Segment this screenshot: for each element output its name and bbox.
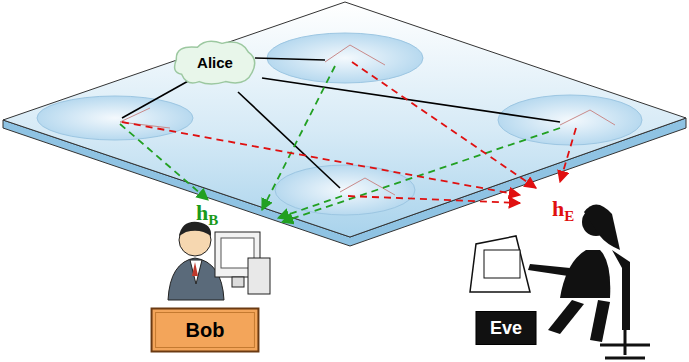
disks <box>37 33 642 215</box>
channel-label: hE <box>552 196 574 222</box>
channel-subscript: E <box>564 208 574 224</box>
desk-box: Bob <box>152 309 259 352</box>
channel-symbol: h <box>552 196 564 221</box>
plane <box>3 2 686 246</box>
bob-figure <box>168 222 270 300</box>
node-label: Bob <box>186 319 225 342</box>
node-label: Alice <box>197 54 233 71</box>
cloud-node: Alice <box>171 38 259 87</box>
channel-symbol: h <box>196 200 208 225</box>
desk-box: Eve <box>476 312 536 345</box>
node-label: Eve <box>490 318 522 339</box>
channel-subscript: B <box>208 212 218 228</box>
legit-links <box>120 66 560 222</box>
eve-figure <box>470 204 650 358</box>
channel-label: hB <box>196 200 218 226</box>
